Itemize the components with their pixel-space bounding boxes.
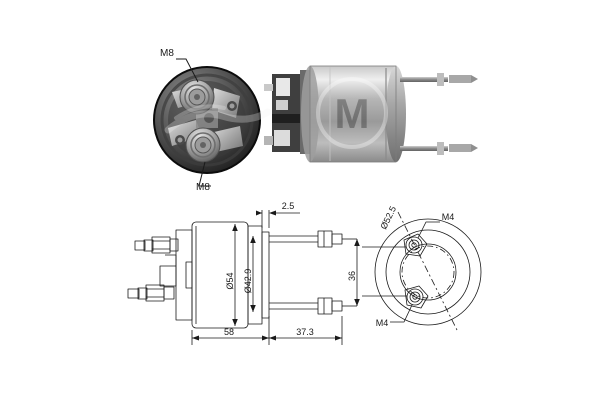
front-view-photo-group [153,58,272,187]
rear-stud-top [403,233,428,257]
mounting-stud-lower [269,297,343,315]
side-view-photo-group: M [264,65,478,163]
dim-body-diameter [232,224,238,326]
bolt-circle-centreline [397,211,459,333]
leader-line-m4-bottom [390,304,413,323]
terminal-post-bottom [185,127,221,163]
text-bolt-circle: Ø52.5 [378,204,398,230]
side-section-outline [159,221,270,329]
terminal-stud-upper [134,236,179,254]
terminal-stud-lower [127,284,175,302]
dim-flange-thickness [256,210,300,228]
watermark-letter: M [335,90,370,137]
dim-lengths [191,316,343,345]
text-m4-top: M4 [442,212,455,222]
rear-view-circles [374,218,482,326]
label-m8-bottom: M8 [196,182,210,193]
mounting-stud-upper [269,230,343,248]
mounting-stud-photo-bottom [400,142,478,155]
rear-stud-bottom [404,285,429,309]
label-m8-top: M8 [160,48,174,59]
text-stud-length: 37.3 [296,327,314,337]
watermark-front [164,104,272,134]
text-flange-diameter: Ø42.9 [243,269,253,294]
text-flange-thickness: 2.5 [282,201,295,211]
dim-stud-spacing [342,238,360,307]
text-stud-spacing: 36 [347,271,357,281]
watermark-side: M [316,77,388,149]
leader-line-m4-top [417,221,440,239]
mounting-stud-photo-top [400,73,478,86]
text-m4-bottom: M4 [376,318,389,328]
text-body-diameter: Ø54 [225,272,235,289]
leader-line-m8-top [176,58,199,83]
dim-flange-diameter [250,236,256,312]
leader-line-m8-bottom [198,161,211,187]
text-body-length: 58 [224,327,234,337]
